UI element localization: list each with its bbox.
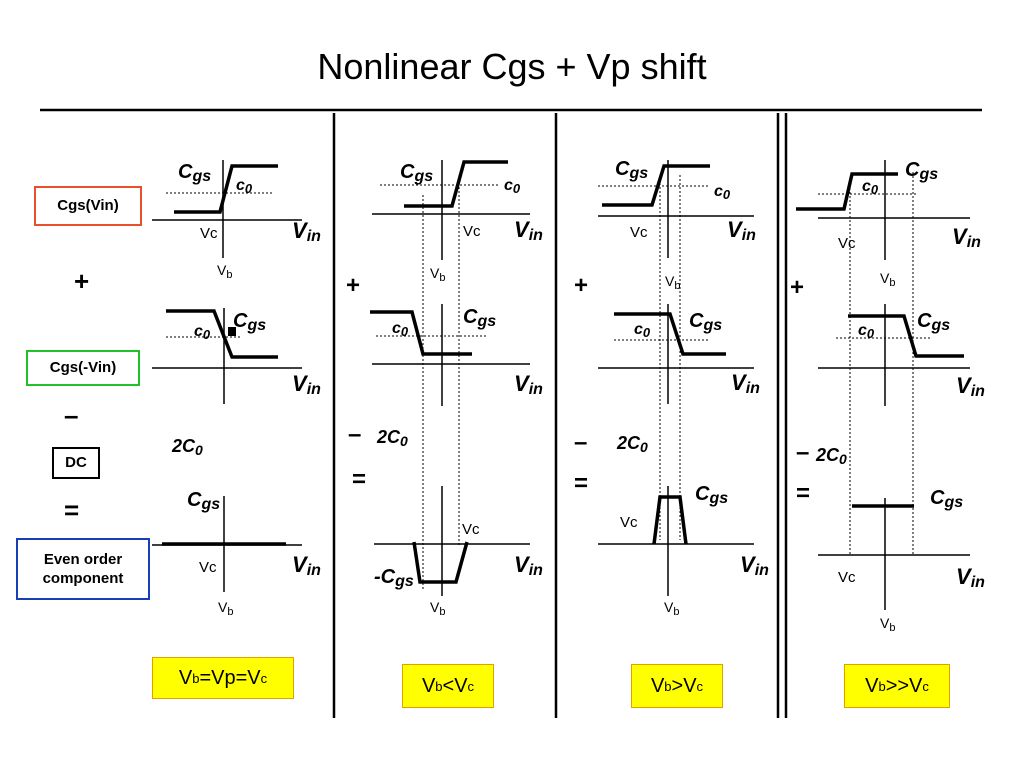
c0-label: c0 [858, 322, 875, 341]
cgs-label: Cgs [463, 306, 496, 330]
cgs-label: Cgs [400, 161, 433, 185]
cgs-neg-vin-curve [166, 309, 278, 359]
c0-label: c0 [194, 323, 211, 342]
cgs-vin-label: Cgs(Vin) [57, 197, 119, 215]
vin-label: Vin [956, 373, 985, 400]
cgs-vin-curve [404, 160, 508, 208]
cgs-vin-curve [796, 172, 898, 211]
c0-label: c0 [504, 177, 521, 196]
c0-label: c0 [862, 178, 879, 197]
vin-label: Vin [292, 218, 321, 245]
neg-cgs-label: -Cgs [374, 566, 414, 590]
vin-label: Vin [292, 552, 321, 579]
cgs-neg-vin-curve [370, 310, 472, 356]
dc-label: DC [65, 454, 87, 472]
two-c0-label: 2C0 [376, 427, 408, 449]
vb-label: Vb [665, 273, 680, 292]
c0-label: c0 [392, 320, 409, 339]
vb-label: Vb [430, 599, 445, 618]
vb-label: Vb [218, 599, 233, 618]
vb-label: Vb [430, 265, 445, 284]
cgs-label: Cgs [695, 483, 728, 507]
vin-label: Vin [514, 217, 543, 244]
vb-label: Vb [664, 599, 679, 618]
two-c0-label: 2C0 [616, 433, 648, 455]
vin-label: Vin [956, 564, 985, 591]
vc-label: Vc [200, 225, 218, 242]
cgs-label: Cgs [689, 310, 722, 334]
even-order-line1: Even order [43, 550, 123, 568]
cgs-label: Cgs [233, 310, 266, 334]
vc-label: Vc [838, 235, 856, 252]
c0-label: c0 [634, 321, 651, 340]
vc-label: Vc [620, 514, 638, 531]
vb-label: Vb [880, 270, 895, 289]
vc-label: Vc [838, 569, 856, 586]
two-c0-label: 2C0 [171, 436, 203, 458]
cgs-label: Cgs [178, 161, 211, 185]
equals-sign: = [796, 480, 811, 507]
vc-label: Vc [463, 223, 481, 240]
dc-box: DC [52, 447, 100, 479]
vb-label: Vb [217, 262, 232, 281]
plus-sign: + [346, 272, 361, 299]
cgs-vin-curve [174, 164, 278, 214]
cgs-neg-vin-label: Cgs(-Vin) [49, 359, 117, 377]
vc-label: Vc [199, 559, 217, 576]
even-order-box: Even order component [16, 538, 150, 600]
c0-label: c0 [714, 183, 731, 202]
minus-sign: – [796, 439, 810, 466]
slide-title: Nonlinear Cgs + Vp shift [317, 46, 707, 87]
vc-label: Vc [462, 521, 480, 538]
cgs-neg-vin-box: Cgs(-Vin) [26, 350, 140, 386]
vin-label: Vin [514, 371, 543, 398]
equals-sign: = [352, 466, 367, 493]
vin-label: Vin [514, 552, 543, 579]
cgs-neg-vin-curve [848, 314, 964, 358]
vin-label: Vin [952, 224, 981, 251]
minus-sign: – [348, 421, 362, 448]
cgs-label: Cgs [930, 487, 963, 511]
even-order-curve [652, 495, 688, 545]
cgs-vin-box: Cgs(Vin) [34, 186, 142, 226]
cgs-label: Cgs [905, 159, 938, 183]
cgs-neg-vin-curve [614, 312, 726, 356]
even-order-line2: component [42, 570, 124, 587]
two-c0-label: 2C0 [815, 445, 847, 467]
plus-sign: + [74, 266, 90, 296]
equals-sign: = [574, 470, 589, 497]
marker-square [228, 327, 236, 336]
vin-label: Vin [740, 552, 769, 579]
equals-sign: = [64, 495, 80, 525]
minus-sign: – [64, 400, 79, 430]
plus-sign: + [574, 272, 589, 299]
c0-label: c0 [236, 177, 253, 196]
cgs-label: Cgs [615, 158, 648, 182]
minus-sign: – [574, 429, 588, 456]
plus-sign: + [790, 274, 805, 301]
cgs-label: Cgs [917, 310, 950, 334]
vin-label: Vin [727, 217, 756, 244]
vb-label: Vb [880, 615, 895, 634]
vin-label: Vin [731, 370, 760, 397]
cgs-label: Cgs [187, 489, 220, 513]
vc-label: Vc [630, 224, 648, 241]
even-order-curve [412, 541, 469, 584]
vin-label: Vin [292, 371, 321, 398]
